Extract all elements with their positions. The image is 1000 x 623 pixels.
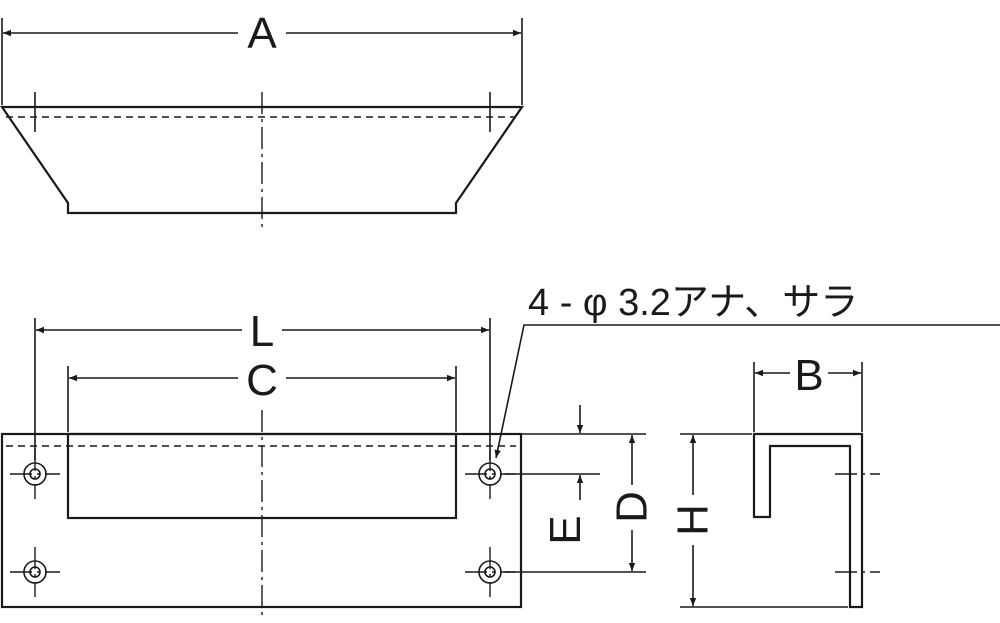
hole-note-leader [494,324,1000,459]
countersunk-hole-bottom-left [10,547,60,597]
dim-h-label: H [669,504,718,536]
dimension-l: L [34,307,491,460]
dim-a-label: A [247,9,277,58]
dimension-d: D [505,433,657,573]
dimension-a: A [1,9,523,105]
dimension-e: E [505,405,600,545]
dimension-h: H [669,433,848,608]
dim-l-label: L [250,307,274,356]
hole-note-text: 4 - φ 3.2アナ、サラ [528,282,858,324]
dim-d-label: D [608,491,657,523]
top-view-outline [0,105,525,215]
hole-callout: 4 - φ 3.2アナ、サラ [494,282,1000,459]
dimension-b: B [753,351,863,432]
dimension-c: C [67,356,457,432]
side-view: B H [669,351,880,609]
front-view: L C 4 - φ 3.2アナ、サラ E [0,282,1000,620]
dim-e-label: E [541,515,590,544]
side-profile [752,432,864,609]
dim-b-label: B [794,351,823,400]
top-view: A [0,9,525,228]
dim-c-label: C [246,356,278,405]
